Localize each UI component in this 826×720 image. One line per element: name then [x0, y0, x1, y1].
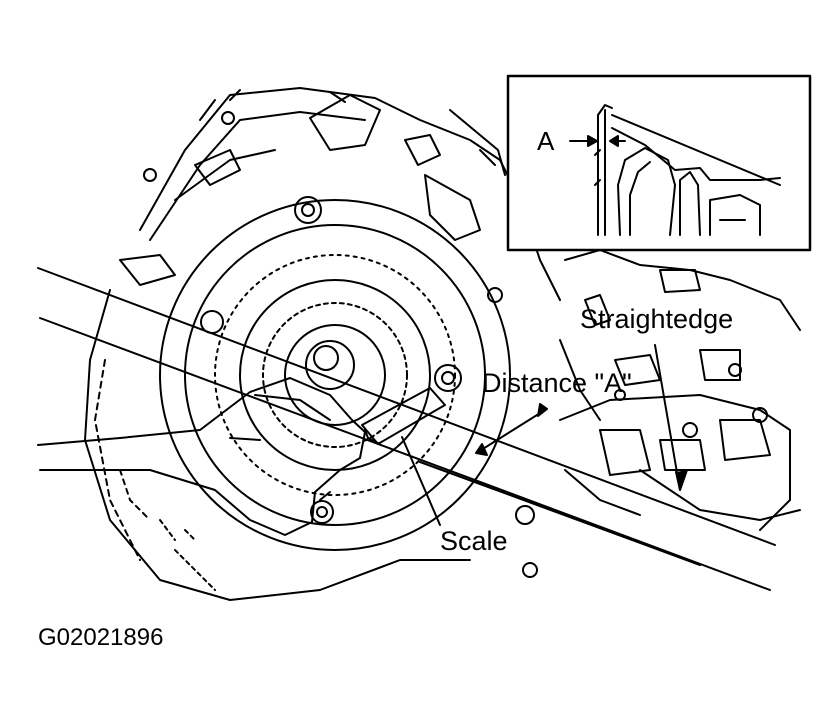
housing-outline	[139, 87, 561, 301]
valve-body	[559, 394, 791, 531]
torque-converter-outer	[159, 199, 511, 551]
hand	[37, 377, 366, 536]
distance-arrow	[477, 409, 546, 453]
scale-tool	[361, 387, 446, 445]
housing-outline-lower	[84, 289, 471, 601]
distance-a-label: Distance "A"	[482, 368, 632, 398]
inset-marker-label: A	[537, 126, 555, 156]
scale-leader	[401, 436, 441, 526]
inset-frame	[506, 74, 812, 252]
figure-id: G02021896	[38, 624, 164, 651]
straightedge-leader	[654, 344, 681, 491]
straightedge-label: Straightedge	[580, 304, 734, 334]
bolt	[434, 364, 462, 392]
scale-label: Scale	[440, 526, 508, 556]
straightedge-bar	[37, 267, 776, 546]
bolt	[294, 196, 322, 224]
bolt	[310, 500, 334, 524]
inset-drawing	[569, 104, 781, 236]
